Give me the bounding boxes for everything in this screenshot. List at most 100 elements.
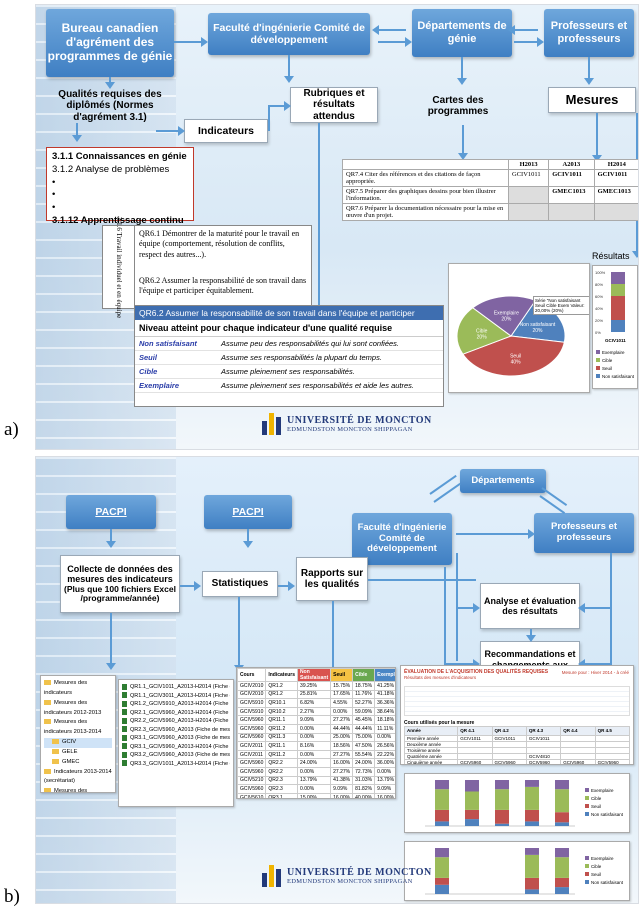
table-cell: 0.00% <box>297 766 332 777</box>
stacked-segment <box>555 848 569 858</box>
folder-item[interactable]: Mesures des indicateurs 2014-2015 <box>44 787 112 792</box>
table-cell: GCIV1011 <box>593 169 638 187</box>
arrow-head <box>457 78 467 85</box>
faculte-box-b: Faculté d'ingénierie Comité de développe… <box>352 513 452 565</box>
file-item[interactable]: QR1.1_GCIV1011_A2013-H2014 (Fiche de mes… <box>122 683 230 692</box>
file-item[interactable]: QR3.2_GCIV5960_A2013 (Fiche de mesure).x… <box>122 751 230 760</box>
table-cell: GCIV2011 <box>237 749 267 760</box>
collecte-box: Collecte de données des mesures des indi… <box>60 555 180 613</box>
report-sub: Résultats des mesures d'indicateurs <box>404 675 477 680</box>
connector <box>288 55 290 77</box>
table-cell: GCIV5610 <box>237 792 267 798</box>
tick-label: 60% <box>595 294 603 299</box>
stacked-segment <box>525 877 539 890</box>
table-cell: 27.27% <box>330 749 354 760</box>
arrow-head <box>284 101 291 111</box>
collecte-sub: (Plus que 100 fichiers Excel /programme/… <box>64 583 176 604</box>
stacked-segment <box>611 320 625 332</box>
pie-pct: 20% <box>477 335 488 341</box>
legend-label: Seuil <box>591 872 601 877</box>
stacked-segment <box>495 823 509 826</box>
stacked-segment <box>555 877 569 888</box>
qualites-text: Qualités requises des diplômés (Normes d… <box>58 88 162 123</box>
connector <box>238 597 240 667</box>
stacked-segment <box>525 848 539 855</box>
arrow-dept-prof-b <box>541 487 568 507</box>
legend-label: Non satisfaisant <box>602 374 635 379</box>
folder-item[interactable]: Indicateurs 2013-2014 (secrétariat) <box>44 768 112 785</box>
table-cell: QR10.2 <box>265 706 299 717</box>
table-cell: 44.44% <box>330 723 354 734</box>
folder-icon <box>44 719 51 725</box>
pacpi-box-1: PACPI <box>66 495 156 529</box>
connector <box>588 57 590 79</box>
table-cell: GCIV5960 <box>237 758 267 768</box>
table-cell: 36.00% <box>374 758 395 768</box>
table-cell: QR7.6 Préparer la documentation nécessai… <box>342 203 509 221</box>
stacked-segment <box>611 272 625 284</box>
legend-label: Non satisfaisant <box>591 812 624 817</box>
logo-a: UNIVERSITÉ DE MONCTON EDMUNDSTON MONCTON… <box>262 413 432 435</box>
connector <box>444 663 474 665</box>
arrow-faculte-prof-b <box>456 533 530 535</box>
legend-swatch <box>585 864 589 868</box>
table-cell: GCIV5910 <box>237 698 267 708</box>
arrow-prof-dept <box>514 29 538 31</box>
connector <box>278 585 290 587</box>
folder-item[interactable]: Mesures des indicateurs <box>44 679 88 696</box>
file-item[interactable]: QR3.3_GCIV1011_A2013-H2014 (Fiche de mes… <box>122 760 230 769</box>
pie-label: Seuil <box>510 354 521 360</box>
table-cell: 27.27% <box>330 766 354 777</box>
legend-label: Cible <box>591 796 602 801</box>
table-cell: GMEC1013 <box>548 186 595 204</box>
stacked-segment <box>555 822 569 826</box>
folder-item[interactable]: Mesures des indicateurs 2013-2014 <box>44 719 102 736</box>
legend-swatch <box>585 796 589 800</box>
file-item[interactable]: QR3.1_GCIV5960_A2013 (Fiche de mesure).x… <box>122 734 230 743</box>
file-item[interactable]: QR1.1_GCIV3011_A2013-H2014 (Fiche de mes… <box>122 692 230 701</box>
table-cell: GMEC1013 <box>593 186 638 204</box>
table-cell: 9.09% <box>297 715 332 725</box>
pie-chart: Non satisfaisant20%Seuil40%Cible20%Exemp… <box>456 295 566 377</box>
folder-item[interactable]: Mesures des indicateurs 2012-2013 <box>44 699 102 716</box>
table-row: QR7.5 Préparer des graphiques dessins po… <box>342 186 638 204</box>
table-cell: 22.22% <box>374 749 395 760</box>
table-cell: 0.00% <box>374 732 395 743</box>
folder-item[interactable]: GCIV <box>44 738 112 748</box>
indicateurs-box: Indicateurs <box>184 119 268 143</box>
connector <box>268 105 286 107</box>
collecte-title: Collecte de données des mesures des indi… <box>67 563 173 585</box>
arrow-bureau-faculte <box>174 41 202 43</box>
file-item[interactable]: QR2.1_GCIV5960_A2013-H2014 (Fiche de mes… <box>122 709 230 718</box>
panel-a: Bureau canadien d'agrément des programme… <box>35 4 639 450</box>
connector <box>582 663 610 665</box>
file-item[interactable]: QR2.3_GCIV5960_A2013 (Fiche de mesure).x… <box>122 726 230 735</box>
connector <box>110 613 112 665</box>
folder-item[interactable]: GMEC <box>44 758 112 768</box>
table-cell: 52.27% <box>352 698 376 708</box>
folder-icon <box>52 739 59 745</box>
table-cell: GCIV5960 <box>237 784 267 794</box>
file-item[interactable]: QR3.1_GCIV5960_A2013-H2014 (Fiche de mes… <box>122 743 230 752</box>
stacked-segment <box>435 848 449 858</box>
folder-item[interactable]: GELE <box>44 748 112 758</box>
legend-swatch <box>585 856 589 860</box>
file-item[interactable]: QR2.2_GCIV5960_A2013-H2014 (Fiche de mes… <box>122 717 230 726</box>
file-item[interactable]: QR1.2_GCIV5910_A2013-H2014 (Fiche de mes… <box>122 700 230 709</box>
excel-file-icon <box>122 683 127 690</box>
connector <box>332 601 334 679</box>
rubric-level: Seuil <box>139 353 157 362</box>
stacked-segment <box>555 780 569 790</box>
table-cell <box>593 203 638 221</box>
table-header: Cible <box>352 668 376 682</box>
table-cell <box>507 186 550 204</box>
